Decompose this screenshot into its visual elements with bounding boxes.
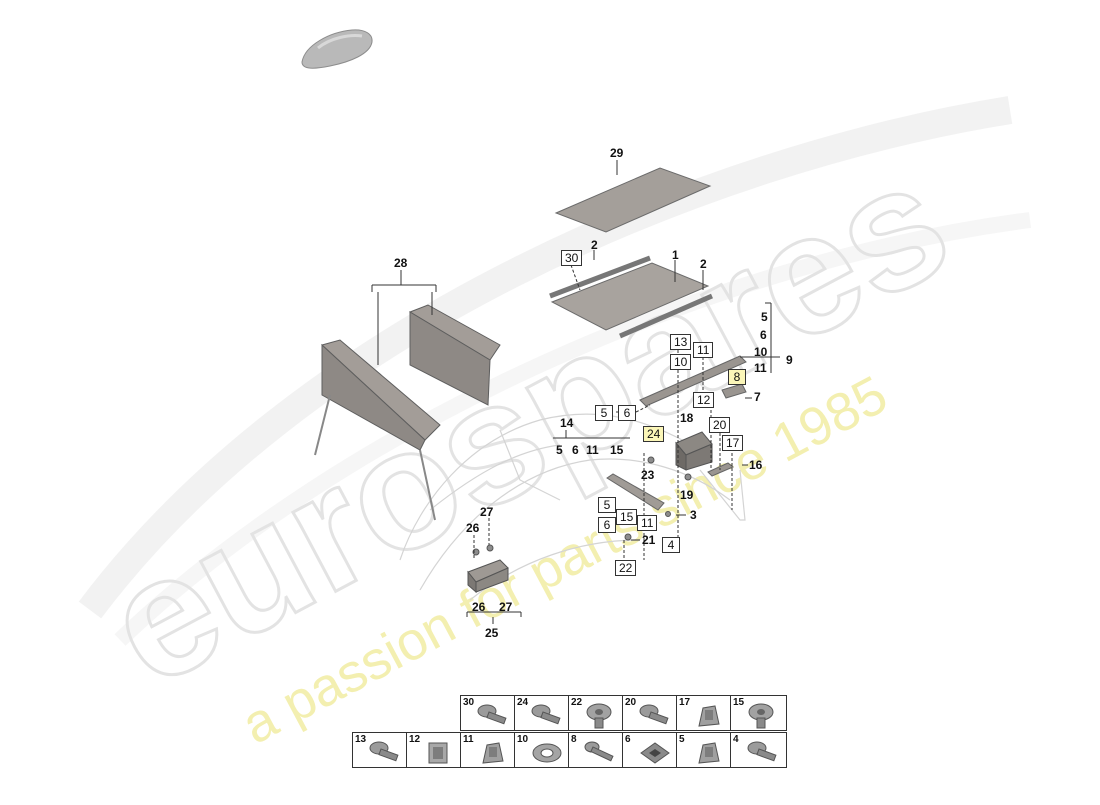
legend-cell-10: 10 (515, 733, 569, 767)
callout-5-pair: 5 (595, 405, 613, 421)
callout-16: 16 (749, 458, 763, 472)
legend-number: 10 (517, 734, 529, 745)
legend-cell-12: 12 (407, 733, 461, 767)
callout-25: 25 (485, 626, 499, 640)
legend-row-bottom: 13 12 11 10 8 6 5 4 (352, 732, 787, 768)
control-unit-part (467, 559, 509, 594)
callout-22: 22 (615, 560, 637, 576)
fastener-parts (472, 456, 692, 556)
callout-10: 10 (670, 354, 692, 370)
callout-4: 4 (662, 537, 680, 553)
legend-cell-5: 5 (677, 733, 731, 767)
callout-12: 12 (693, 392, 715, 408)
legend-cell-11: 11 (461, 733, 515, 767)
watermark-swoosh (78, 96, 1032, 646)
callout-14: 14 (560, 416, 574, 430)
callout-6-pair: 6 (618, 405, 636, 421)
callout-26-top: 26 (466, 521, 480, 535)
legend-number: 12 (409, 734, 421, 745)
luggage-floor-part (549, 255, 713, 339)
callout-20: 20 (709, 417, 731, 433)
callout-6-group14: 6 (572, 443, 579, 457)
legend-cell-6: 6 (623, 733, 677, 767)
legend-number: 24 (517, 697, 529, 708)
callout-17: 17 (722, 435, 744, 451)
legend-cell-30: 30 (461, 696, 515, 730)
callout-13: 13 (670, 334, 692, 350)
legend-number: 5 (679, 734, 685, 745)
callout-3: 3 (690, 508, 697, 522)
legend-cell-15: 15 (731, 696, 785, 730)
legend-cell-8: 8 (569, 733, 623, 767)
callout-11-group9: 11 (754, 361, 767, 375)
legend-number: 17 (679, 697, 691, 708)
storage-box-part (675, 431, 713, 471)
legend-cell-17: 17 (677, 696, 731, 730)
legend-number: 15 (733, 697, 745, 708)
callout-7: 7 (754, 390, 761, 404)
callout-15: 15 (616, 509, 638, 525)
callout-9: 9 (786, 353, 793, 367)
callout-15-group14: 15 (610, 443, 624, 457)
legend-cell-4: 4 (731, 733, 785, 767)
callout-27-top: 27 (480, 505, 494, 519)
callout-8: 8 (728, 369, 746, 385)
callout-23: 23 (641, 468, 655, 482)
callout-11-lower: 11 (637, 515, 658, 531)
legend-row-top: 30 24 22 20 17 15 (460, 695, 787, 731)
fastener-legend: 30 24 22 20 17 15 13 12 11 10 8 6 5 4 (352, 695, 787, 768)
floor-cover-part (554, 167, 712, 233)
trim-strip-part (606, 473, 665, 511)
legend-number: 11 (463, 734, 474, 745)
legend-cell-22: 22 (569, 696, 623, 730)
rail-part (639, 355, 747, 407)
callout-6-group9: 6 (760, 328, 767, 342)
callout-24: 24 (643, 426, 665, 442)
car-icon (301, 29, 373, 69)
leader-lines (371, 160, 780, 624)
callout-5-group14: 5 (556, 443, 563, 457)
callout-6-lower: 6 (598, 517, 616, 533)
callout-11-group14: 11 (586, 443, 599, 457)
callout-1: 1 (672, 248, 679, 262)
legend-number: 20 (625, 697, 637, 708)
legend-number: 6 (625, 734, 631, 745)
legend-number: 8 (571, 734, 577, 745)
callout-28: 28 (394, 256, 408, 270)
callout-27-bottom: 27 (499, 600, 513, 614)
seat-backrest-part (314, 304, 501, 521)
legend-cell-20: 20 (623, 696, 677, 730)
legend-number: 13 (355, 734, 367, 745)
callout-30: 30 (561, 250, 583, 266)
callout-19: 19 (680, 488, 694, 502)
callout-2-left: 2 (591, 238, 598, 252)
legend-number: 4 (733, 734, 739, 745)
callout-5-lower: 5 (598, 497, 616, 513)
callout-5-group9: 5 (761, 310, 768, 324)
legend-number: 22 (571, 697, 583, 708)
legend-cell-13: 13 (353, 733, 407, 767)
callout-10-group9: 10 (754, 345, 768, 359)
legend-cell-24: 24 (515, 696, 569, 730)
callout-29: 29 (610, 146, 624, 160)
legend-number: 30 (463, 697, 475, 708)
callout-2-right: 2 (700, 257, 707, 271)
callout-26-bottom: 26 (472, 600, 486, 614)
callout-11: 11 (693, 342, 714, 358)
callout-18: 18 (680, 411, 694, 425)
callout-21: 21 (642, 533, 656, 547)
